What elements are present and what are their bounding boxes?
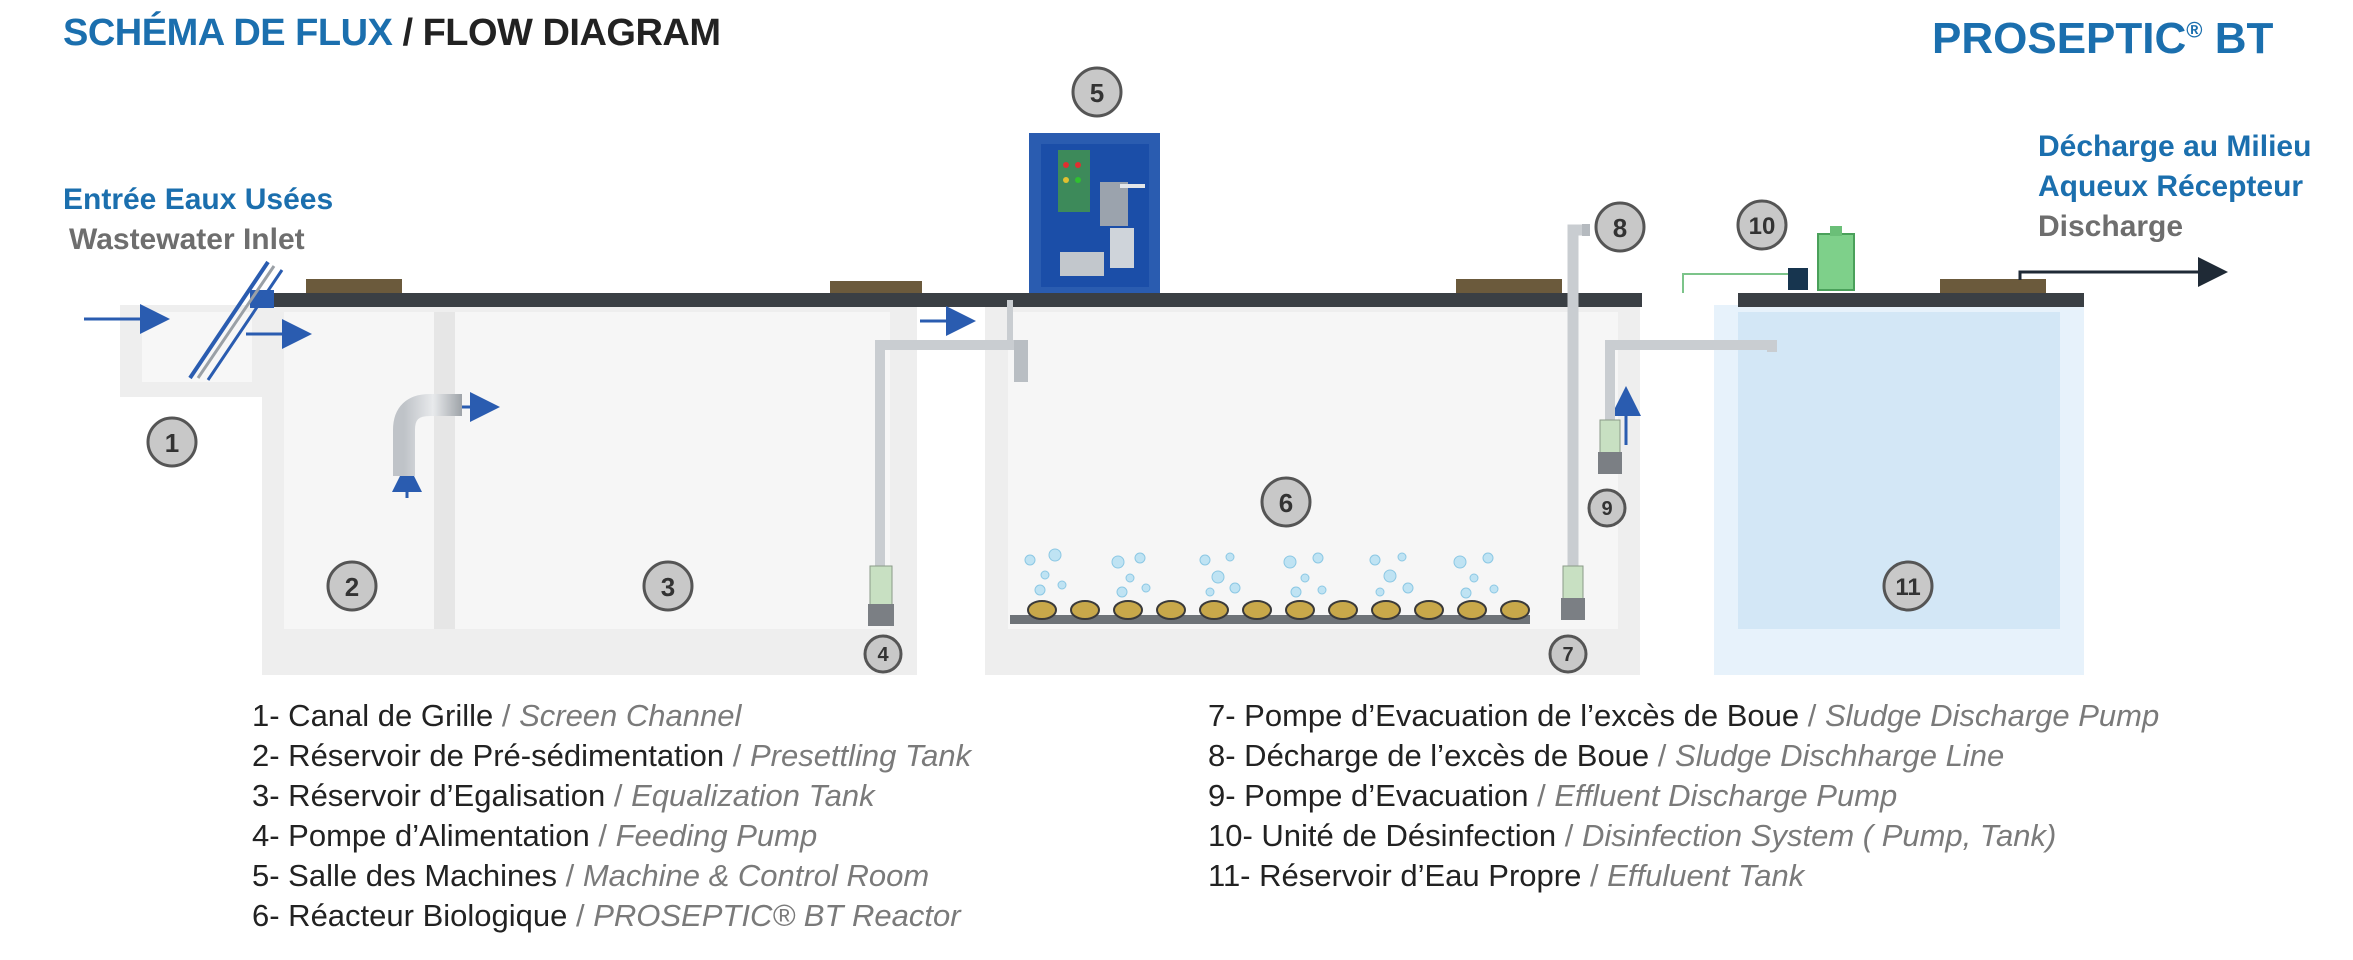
legend-item-en: Sludge Dischharge Line <box>1675 738 2005 773</box>
legend-item: 2- Réservoir de Pré-sédimentation / Pres… <box>252 738 972 773</box>
brand-logo-text: PROSEPTIC® BT <box>1932 14 2273 64</box>
legend-item-fr: 3- Réservoir d’Egalisation <box>252 778 606 813</box>
effluent-pump <box>1598 419 1622 474</box>
svg-text:8: 8 <box>1613 213 1627 243</box>
badge-8: 8 <box>1594 201 1646 253</box>
number-badges: 1 2 3 4 5 6 7 8 9 10 11 <box>146 66 1934 674</box>
legend-item: 8- Décharge de l’excès de Boue / Sludge … <box>1208 738 2005 773</box>
legend-item-fr: 10- Unité de Désinfection <box>1208 818 1557 853</box>
title-fr: SCHÉMA DE FLUX <box>63 12 393 54</box>
brand-suffix: BT <box>2202 14 2274 63</box>
feeding-pump-line <box>875 300 1028 610</box>
badge-6: 6 <box>1260 476 1312 528</box>
legend-item-en: Equalization Tank <box>631 778 875 813</box>
badge-9: 9 <box>1587 488 1627 528</box>
legend-item-en: PROSEPTIC® BT Reactor <box>593 898 961 933</box>
aeration-grid <box>1010 600 1530 624</box>
effluent-discharge-line <box>1605 340 1777 425</box>
inlet-label-fr: Entrée Eaux Usées <box>63 183 334 216</box>
bar-screen <box>188 260 284 381</box>
legend-item: 7- Pompe d’Evacuation de l’excès de Boue… <box>1208 698 2160 733</box>
badge-2: 2 <box>326 560 378 612</box>
legend-item: 5- Salle des Machines / Machine & Contro… <box>252 858 930 893</box>
badge-11: 11 <box>1882 560 1934 612</box>
svg-text:10: 10 <box>1749 213 1776 240</box>
top-slab-effluent <box>1738 293 2084 307</box>
legend-item-fr: 6- Réacteur Biologique <box>252 898 568 933</box>
legend-item-en: Sludge Discharge Pump <box>1824 698 2160 733</box>
legend-item-en: Machine & Control Room <box>582 858 930 893</box>
legend-item: 11- Réservoir d’Eau Propre / Effuluent T… <box>1208 858 1805 893</box>
legend-item: 4- Pompe d’Alimentation / Feeding Pump <box>252 818 818 853</box>
flow-arrows <box>84 304 1641 498</box>
legend-item-fr: 9- Pompe d’Evacuation <box>1208 778 1529 813</box>
legend-item-fr: 8- Décharge de l’excès de Boue <box>1208 738 1650 773</box>
legend-item-fr: 4- Pompe d’Alimentation <box>252 818 590 853</box>
title-en: FLOW DIAGRAM <box>422 12 721 54</box>
outlet-label-en: Discharge <box>2038 210 2184 243</box>
brand-registered-mark: ® <box>2186 17 2203 43</box>
legend-item-fr: 11- Réservoir d’Eau Propre <box>1208 858 1582 893</box>
legend-left: 1- Canal de Grille / Screen Channel 2- R… <box>252 696 971 936</box>
svg-text:11: 11 <box>1895 574 1920 601</box>
legend-item-fr: 2- Réservoir de Pré-sédimentation <box>252 738 725 773</box>
page-title: SCHÉMA DE FLUX / FLOW DIAGRAM <box>63 12 721 55</box>
top-slab-main <box>262 293 1642 307</box>
badge-10: 10 <box>1736 199 1788 251</box>
svg-text:3: 3 <box>661 572 675 602</box>
control-room <box>1029 133 1160 293</box>
presettling-and-equalization-tanks <box>262 305 917 675</box>
legend-item: 9- Pompe d’Evacuation / Effluent Dischar… <box>1208 778 1898 813</box>
badge-1: 1 <box>146 416 198 468</box>
legend-item-en: Disinfection System ( Pump, Tank) <box>1581 818 2057 853</box>
legend-item: 6- Réacteur Biologique / PROSEPTIC® BT R… <box>252 898 961 933</box>
feeding-pump <box>868 565 894 626</box>
badge-3: 3 <box>642 560 694 612</box>
inlet-label-en: Wastewater Inlet <box>69 223 305 256</box>
legend-item-fr: 1- Canal de Grille <box>252 698 494 733</box>
legend-item-en: Feeding Pump <box>615 818 818 853</box>
svg-text:6: 6 <box>1279 488 1293 518</box>
outlet-label-fr-2: Aqueux Récepteur <box>2038 170 2304 203</box>
legend-item: 10- Unité de Désinfection / Disinfection… <box>1208 818 2057 853</box>
svg-text:2: 2 <box>345 572 359 602</box>
brand-name: PROSEPTIC <box>1932 14 2187 63</box>
legend-item-fr: 5- Salle des Machines <box>252 858 557 893</box>
legend-item-fr: 7- Pompe d’Evacuation de l’excès de Boue <box>1208 698 1800 733</box>
legend-item-en: Presettling Tank <box>749 738 972 773</box>
disinfection-unit <box>1682 226 1855 293</box>
outlet-pipe <box>2018 257 2228 287</box>
badge-5: 5 <box>1071 66 1123 118</box>
air-bubbles <box>1024 548 1499 599</box>
legend-item-en: Effuluent Tank <box>1607 858 1805 893</box>
legend-right: 7- Pompe d’Evacuation de l’excès de Boue… <box>1208 696 2159 896</box>
legend-item: 3- Réservoir d’Egalisation / Equalizatio… <box>252 778 875 813</box>
svg-text:5: 5 <box>1090 78 1104 108</box>
badge-4: 4 <box>863 634 903 674</box>
sludge-pump <box>1561 565 1585 620</box>
title-separator: / <box>392 12 423 54</box>
sludge-discharge-line <box>1567 224 1590 600</box>
svg-text:1: 1 <box>165 428 179 458</box>
access-hatches <box>306 279 2046 293</box>
legend-item-en: Effluent Discharge Pump <box>1554 778 1898 813</box>
svg-text:4: 4 <box>877 644 889 666</box>
badge-7: 7 <box>1548 634 1588 674</box>
legend-item: 1- Canal de Grille / Screen Channel <box>252 698 742 733</box>
outlet-label-fr-1: Décharge au Milieu <box>2038 130 2312 163</box>
svg-text:7: 7 <box>1562 644 1573 666</box>
elbow-pipe <box>393 394 462 476</box>
legend-item-en: Screen Channel <box>519 698 742 733</box>
effluent-tank <box>1714 305 2084 675</box>
svg-text:9: 9 <box>1601 498 1612 520</box>
